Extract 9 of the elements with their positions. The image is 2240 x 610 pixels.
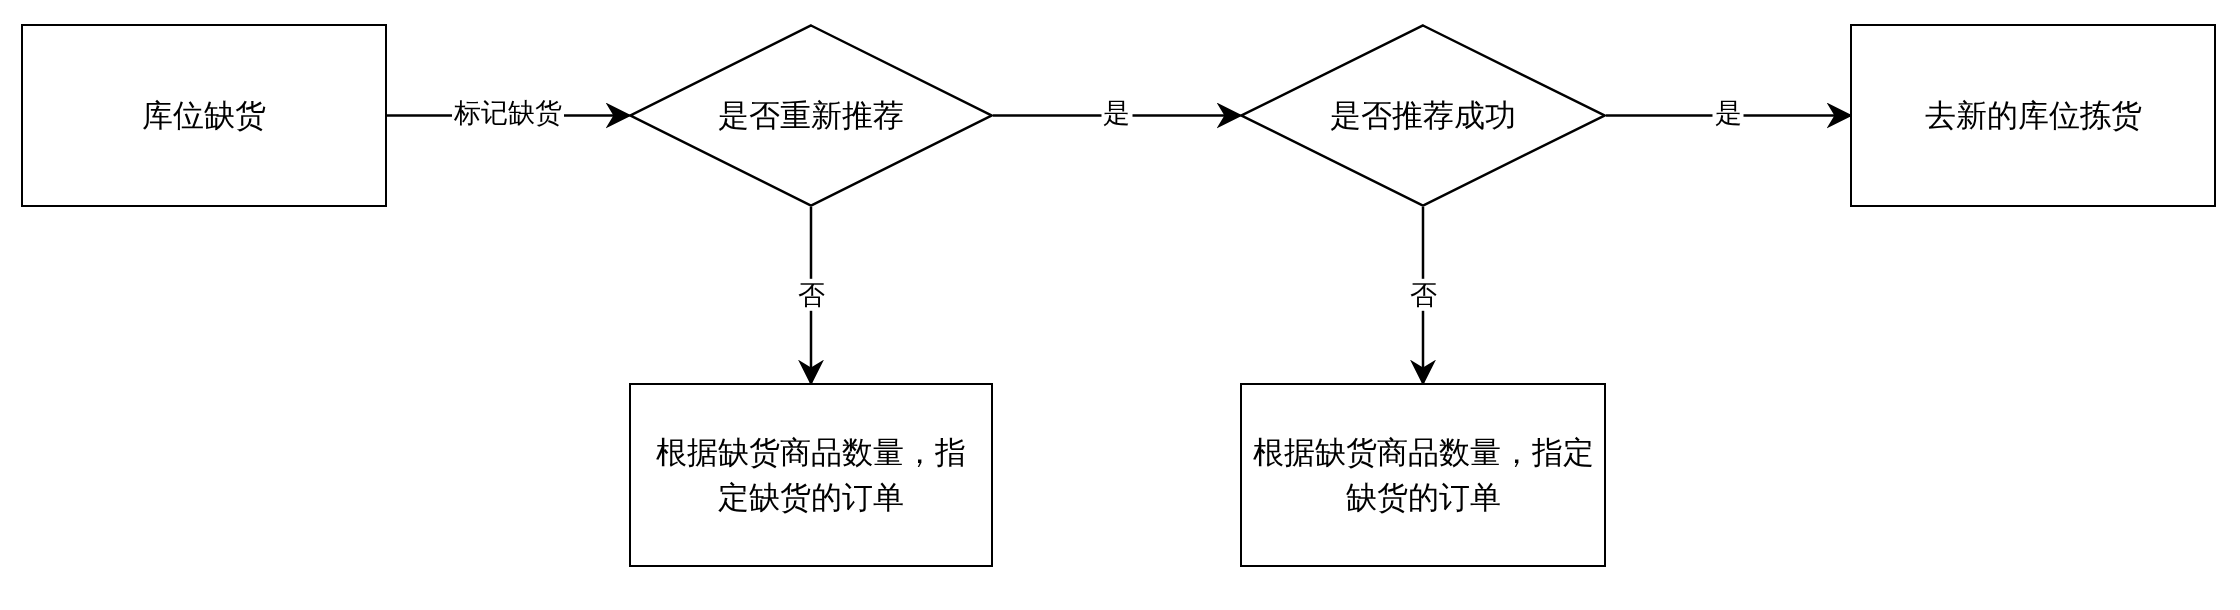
decision-diamond: 是否推荐成功 — [1240, 24, 1606, 207]
process-box: 根据缺货商品数量，指定缺货的订单 — [1240, 383, 1606, 567]
decision-diamond: 是否重新推荐 — [629, 24, 993, 207]
edge-label: 标记缺货 — [452, 96, 564, 129]
process-box: 去新的库位拣货 — [1850, 24, 2216, 207]
process-box: 根据缺货商品数量，指定缺货的订单 — [629, 383, 993, 567]
process-box: 库位缺货 — [21, 24, 387, 207]
edge-label: 否 — [1407, 278, 1439, 312]
edge-label: 否 — [795, 278, 827, 312]
